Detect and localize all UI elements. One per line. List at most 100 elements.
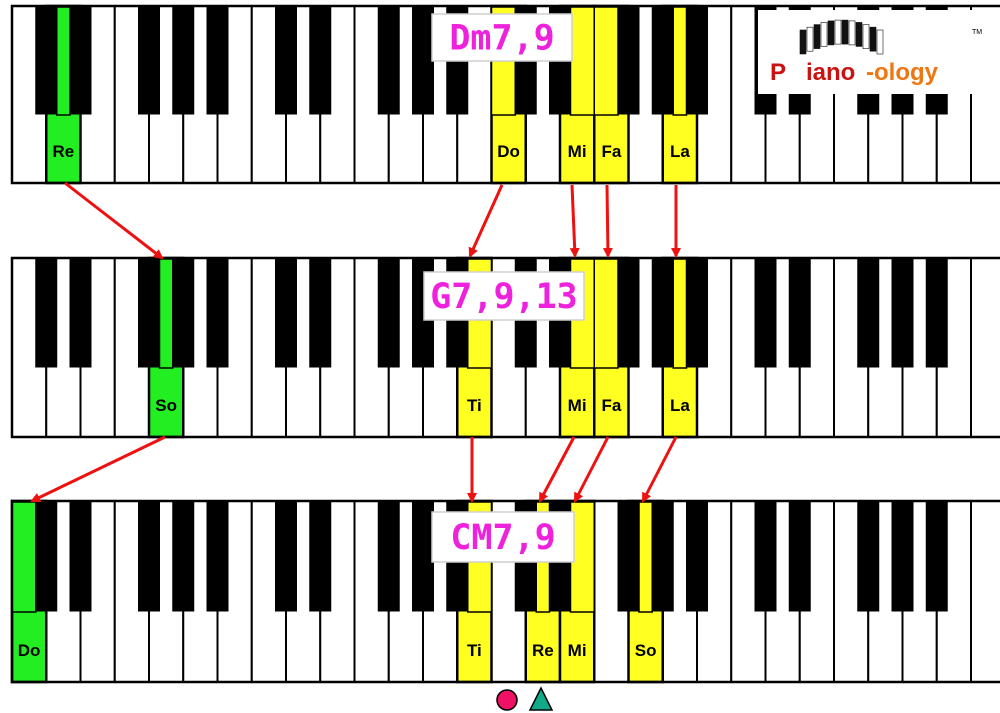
chord-label-box — [431, 511, 575, 563]
black-key — [69, 257, 92, 368]
black-key — [857, 500, 880, 612]
note-label: Re — [53, 142, 75, 161]
logo-key — [806, 26, 814, 52]
logo-key — [855, 22, 863, 47]
logo-key — [848, 20, 856, 46]
chord-label-box — [423, 271, 585, 321]
black-key — [412, 500, 434, 612]
black-key — [412, 5, 434, 115]
black-key — [206, 500, 229, 612]
black-key — [754, 500, 777, 612]
black-key — [275, 500, 297, 612]
logo-background — [758, 10, 988, 94]
black-key — [651, 257, 674, 368]
black-key — [686, 5, 708, 115]
black-key — [206, 257, 229, 368]
black-key — [686, 500, 708, 612]
note-label: Ti — [467, 396, 482, 415]
black-key — [275, 5, 297, 115]
voice-leading-arrow — [569, 184, 580, 258]
note-label: Fa — [601, 142, 621, 161]
highlighted-key-stem — [593, 6, 619, 116]
black-key — [35, 500, 58, 612]
chord-name: G7,9,13 — [430, 277, 578, 317]
note-label: La — [670, 396, 690, 415]
voice-leading-arrow — [64, 181, 164, 260]
triangle-marker-icon — [528, 686, 554, 711]
black-key — [857, 257, 880, 368]
note-label: Re — [532, 641, 554, 660]
logo-text-main: iano — [806, 59, 855, 86]
voice-leading-arrow — [538, 436, 576, 503]
black-key — [617, 5, 640, 115]
highlighted-key-stem — [158, 258, 174, 369]
black-key — [69, 5, 92, 115]
black-key — [377, 257, 400, 368]
chord-name: Dm7,9 — [449, 19, 554, 59]
black-key — [172, 500, 195, 612]
logo-key — [799, 29, 807, 55]
logo-initial: P — [770, 59, 786, 86]
black-key — [138, 5, 160, 115]
black-key — [309, 257, 332, 368]
chord-label: G7,9,13 — [423, 271, 585, 321]
black-key — [172, 5, 195, 115]
chord-label-box — [431, 13, 573, 62]
note-label: Do — [497, 142, 520, 161]
black-key — [891, 257, 914, 368]
black-key — [686, 257, 708, 368]
black-key — [617, 257, 640, 368]
logo-key — [862, 24, 870, 49]
trademark-symbol: TM — [972, 29, 982, 36]
black-key — [206, 5, 229, 115]
keyboard-frame — [10, 256, 1000, 439]
black-key — [788, 257, 811, 368]
highlighted-key-stem — [638, 501, 653, 613]
black-key — [617, 500, 640, 612]
black-key — [35, 5, 58, 115]
highlighted-key-stem — [672, 258, 688, 369]
black-key — [138, 257, 160, 368]
chord-name: CM7,9 — [450, 518, 555, 558]
logo-key — [827, 20, 835, 46]
black-key — [69, 500, 92, 612]
black-key — [377, 5, 400, 115]
logo-key — [813, 24, 821, 49]
highlighted-key-stem — [593, 258, 619, 369]
circle-marker-icon — [496, 689, 518, 711]
voice-leading-arrows — [30, 181, 681, 503]
black-key — [651, 500, 674, 612]
note-label: So — [155, 396, 177, 415]
black-key — [754, 257, 777, 368]
chord-label: CM7,9 — [431, 511, 575, 563]
note-label: Mi — [568, 396, 587, 415]
highlighted-key-stem — [11, 501, 37, 613]
markers — [496, 686, 554, 711]
voice-leading-arrow — [573, 436, 610, 503]
black-key — [35, 257, 58, 368]
note-label: Fa — [601, 396, 621, 415]
black-key — [925, 257, 948, 368]
highlighted-key-stem — [569, 6, 595, 116]
note-label: La — [670, 142, 690, 161]
white-key — [970, 500, 1000, 683]
white-key — [970, 257, 1000, 438]
keyboard-frame — [10, 499, 1000, 684]
keyboard-frame — [10, 4, 1000, 185]
logo-key — [876, 29, 884, 55]
black-key — [651, 5, 674, 115]
logo-key — [869, 26, 877, 52]
note-label: Ti — [467, 641, 482, 660]
black-key — [788, 500, 811, 612]
voice-leading-arrow — [641, 436, 678, 503]
voice-leading-arrow — [468, 184, 504, 258]
voice-leading-arrow — [30, 435, 166, 503]
note-label: So — [635, 641, 657, 660]
black-key — [891, 500, 914, 612]
black-key — [309, 5, 332, 115]
note-label: Mi — [568, 641, 587, 660]
